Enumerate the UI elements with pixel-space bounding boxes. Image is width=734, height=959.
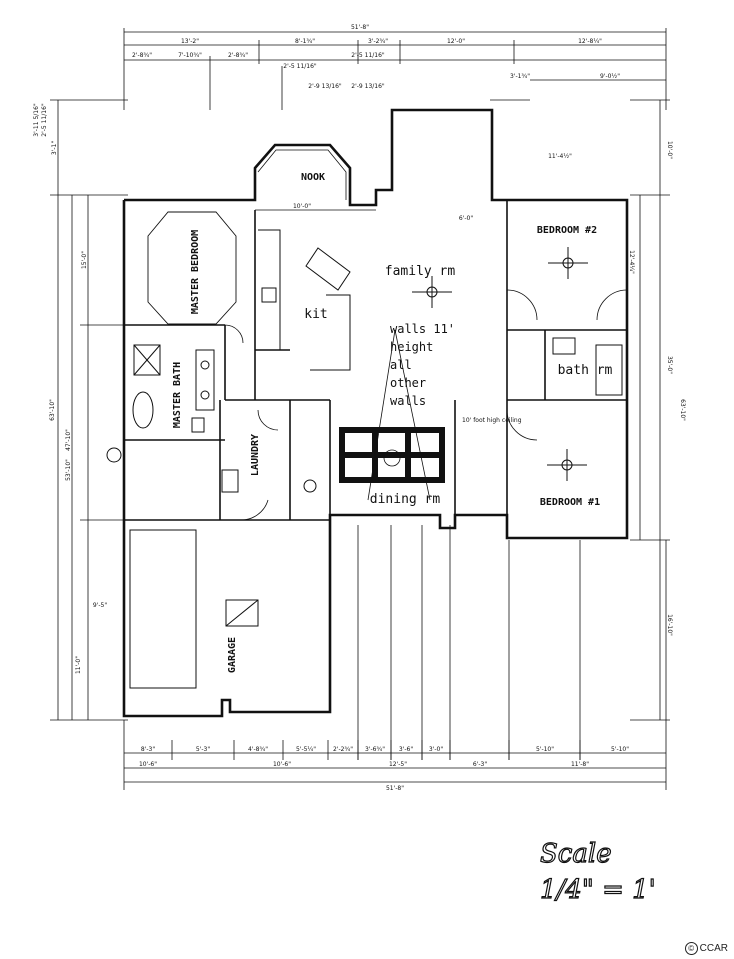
dim-top-sub-3: 2'-8¾": [228, 52, 248, 59]
room-master-bath: MASTER BATH: [172, 362, 183, 428]
dim-left-a: 3'-11 5/16": [33, 103, 40, 137]
copyright-icon: ©: [684, 942, 698, 955]
dim-top-sub-5: 2'-5 11/16": [351, 52, 385, 59]
dim-right-f: 63'-10": [679, 399, 686, 421]
room-nook: NOOK: [301, 172, 325, 183]
room-laundry: LAUNDRY: [250, 434, 261, 476]
dim-bottom-5: 2'-2¾": [333, 746, 353, 753]
dim-top-sub-1: 2'-8¾": [132, 52, 152, 59]
dim-top-3: 3'-2¾": [368, 38, 388, 45]
dim-bottom-row2-5: 11'-8": [571, 761, 589, 768]
dim-bottom-total: 51'-8": [386, 785, 404, 792]
scale-ratio: 1/4" = 1': [540, 875, 656, 905]
note-walls-1: walls 11': [390, 322, 455, 336]
dim-bottom-9: 5'-10": [536, 746, 554, 753]
dim-left-i: 9'-5": [93, 602, 107, 609]
dim-top-sub-4: 2'-5 11/16": [283, 63, 317, 70]
dim-top-total: 51'-8": [351, 24, 369, 31]
note-walls-3: all: [390, 358, 412, 372]
dim-left-d: 15'-0": [81, 251, 88, 269]
room-master-bedroom: MASTER BEDROOM: [190, 230, 201, 314]
dim-top-2: 8'-1¾": [295, 38, 315, 45]
dim-bottom-1: 8'-3": [141, 746, 155, 753]
dim-right-c: 11'-4½": [548, 153, 572, 160]
dim-bottom-4: 5'-5¼": [296, 746, 316, 753]
ccar-watermark: ©CCAR: [684, 942, 728, 955]
dim-bottom-3: 4'-8¾": [248, 746, 268, 753]
room-dining: dining rm: [370, 492, 441, 507]
room-kit: kit: [304, 307, 327, 322]
dim-bottom-2: 5'-3": [196, 746, 210, 753]
room-bedroom-1: BEDROOM #1: [540, 497, 600, 508]
dim-top-4: 12'-0": [447, 38, 465, 45]
note-walls-4: other: [390, 376, 426, 390]
dim-bottom-7: 3'-6": [399, 746, 413, 753]
dim-top-1: 13'-2": [181, 38, 199, 45]
note-walls-2: height: [390, 340, 433, 354]
dim-left-c: 3'-1": [51, 141, 58, 155]
dim-left-g: 53'-10": [65, 459, 72, 481]
dim-bottom-row2-2: 10'-6": [273, 761, 291, 768]
dim-left-h: 11'-0": [75, 656, 82, 674]
dim-top-5: 12'-8¼": [578, 38, 602, 45]
note-ceiling: 10' foot high ceiling: [462, 417, 522, 424]
dim-right-e: 35'-0": [666, 356, 673, 374]
dim-top-sub-6: 2'-9 13/16": [308, 83, 342, 90]
room-bedroom-2: BEDROOM #2: [537, 225, 597, 236]
dim-top-sub-7: 2'-9 13/16": [351, 83, 385, 90]
scale-title: Scale: [540, 839, 612, 869]
dim-left-b: 2'-5 11/16": [41, 103, 48, 137]
dim-right-d: 10'-0": [666, 141, 673, 159]
dim-bottom-row2-3: 12'-5": [389, 761, 407, 768]
dim-bottom-row2-4: 6'-3": [473, 761, 487, 768]
dim-fam-w: 6'-0": [459, 215, 473, 222]
room-family: family rm: [385, 264, 456, 279]
dim-left-f: 63'-10": [49, 399, 56, 421]
dim-bottom-8: 3'-0": [429, 746, 443, 753]
note-walls-5: walls: [390, 394, 426, 408]
dim-left-e: 47'-10": [65, 429, 72, 451]
dim-right-a: 3'-1¾": [510, 73, 530, 80]
dim-right-h: 12'-4¼": [628, 250, 635, 274]
room-garage: GARAGE: [227, 637, 238, 673]
ccar-label: CCAR: [699, 943, 728, 954]
dim-bottom-10: 5'-10": [611, 746, 629, 753]
dim-bottom-row2-1: 10'-6": [139, 761, 157, 768]
dim-right-b: 9'-0½": [600, 73, 620, 80]
dim-nook-w: 10'-0": [293, 203, 311, 210]
dim-bottom-6: 3'-6¾": [365, 746, 385, 753]
dim-top-sub-2: 7'-10¾": [178, 52, 202, 59]
dim-right-g: 16'-10": [666, 614, 673, 636]
room-bath: bath rm: [558, 363, 613, 378]
